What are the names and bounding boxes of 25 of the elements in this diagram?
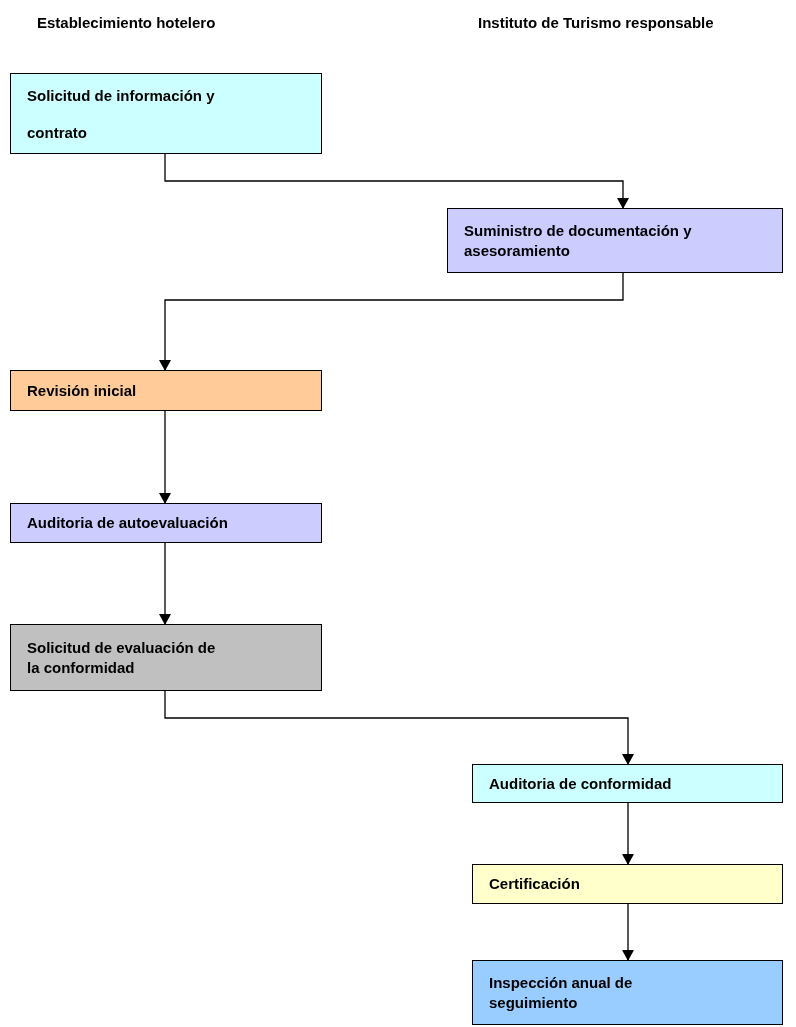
arrow	[159, 410, 171, 504]
process-box	[10, 73, 322, 154]
process-box	[447, 208, 783, 273]
arrow	[164, 153, 629, 209]
process-box	[10, 624, 322, 691]
process-box	[10, 503, 322, 543]
column-heading: Establecimiento hotelero	[37, 13, 216, 33]
box-text: Inspección anual de seguimiento	[489, 972, 634, 1013]
process-box	[472, 764, 783, 803]
arrow	[622, 903, 634, 961]
box-text: Revisión inicial	[27, 380, 137, 401]
box-text: Solicitud de información y contrato	[27, 85, 216, 143]
box-text: Solicitud de evaluación de la conformidad	[27, 637, 217, 678]
arrow	[164, 690, 634, 765]
arrow	[159, 272, 624, 371]
box-text: Auditoria de conformidad	[489, 773, 672, 794]
box-text: Auditoria de autoevaluación	[27, 513, 228, 533]
process-box	[10, 370, 322, 411]
column-heading: Instituto de Turismo responsable	[478, 13, 714, 33]
arrow	[159, 542, 171, 625]
arrow	[622, 802, 634, 865]
process-box	[472, 864, 783, 904]
box-text: Certificación	[489, 874, 580, 894]
box-text: Suministro de documentación y asesoramiento	[464, 220, 693, 261]
process-box	[472, 960, 783, 1025]
